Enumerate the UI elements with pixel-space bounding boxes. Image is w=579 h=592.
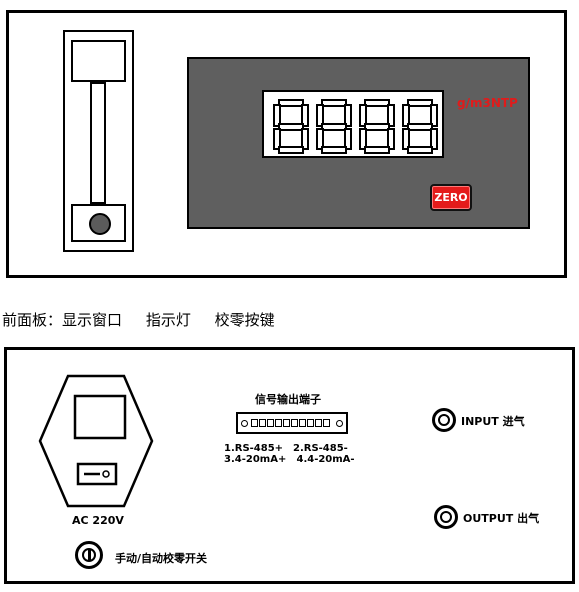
input-port-label: INPUT 进气 — [461, 415, 525, 428]
output-port-label: OUTPUT 出气 — [463, 512, 540, 525]
terminal-pin — [299, 419, 306, 427]
pin-label-right: 2.RS-485- 4.4-20mA- — [293, 443, 355, 465]
zero-mode-switch-label: 手动/自动校零开关 — [115, 552, 208, 565]
unit-label: g/m3NTP — [457, 96, 518, 110]
terminal-pin — [291, 419, 298, 427]
flowmeter-float-knob[interactable] — [89, 213, 111, 235]
digit-display — [262, 90, 444, 158]
flowmeter-bottom-cap — [71, 204, 126, 242]
rear-panel: AC 220V 信号输出端子 1.RS-485+ 3.4-20mA+ 2.RS-… — [4, 347, 575, 584]
terminal-screw-left — [241, 420, 248, 427]
terminal-pin — [283, 419, 290, 427]
zero-button[interactable]: ZERO — [430, 184, 472, 211]
switch-indicator — [88, 549, 91, 561]
digit-4 — [402, 99, 438, 154]
terminal-pin — [275, 419, 282, 427]
terminal-pin — [267, 419, 274, 427]
gas-input-port[interactable] — [432, 408, 456, 432]
signal-output-terminal[interactable] — [236, 412, 348, 434]
digit-1 — [273, 99, 309, 154]
pin-label-left: 1.RS-485+ 3.4-20mA+ — [224, 443, 287, 465]
terminal-pin — [307, 419, 314, 427]
flowmeter-top-cap — [71, 40, 126, 82]
flowmeter — [63, 30, 134, 252]
terminal-pin — [315, 419, 322, 427]
ac-power-inlet[interactable] — [38, 374, 154, 508]
terminal-pin — [251, 419, 258, 427]
display-window: g/m3NTP ZERO — [187, 57, 530, 229]
flowmeter-tube — [90, 82, 106, 204]
fuse-holder — [73, 394, 127, 440]
signal-output-title: 信号输出端子 — [255, 393, 321, 406]
seven-segment-digits — [273, 99, 438, 154]
terminal-screw-right — [336, 420, 343, 427]
zero-mode-switch[interactable] — [75, 541, 103, 569]
digit-2 — [316, 99, 352, 154]
ac-voltage-label: AC 220V — [72, 514, 124, 527]
terminal-pin — [323, 419, 330, 427]
digit-3 — [359, 99, 395, 154]
gas-output-port[interactable] — [434, 505, 458, 529]
terminal-pin — [259, 419, 266, 427]
front-panel-caption: 前面板：显示窗口 指示灯 校零按键 — [2, 311, 275, 329]
